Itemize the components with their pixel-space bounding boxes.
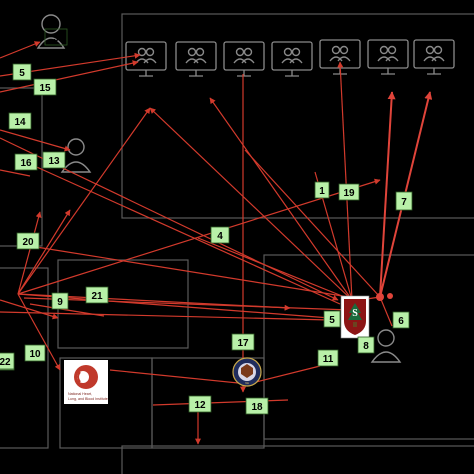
svg-text:4: 4 — [217, 231, 223, 242]
label-8[interactable]: 8 — [357, 336, 375, 354]
svg-text:9: 9 — [57, 297, 63, 308]
person-icon — [60, 138, 92, 173]
stanford-logo: S — [340, 295, 370, 339]
label-19[interactable]: 19 — [338, 183, 360, 201]
svg-text:1: 1 — [319, 186, 325, 197]
label-17[interactable]: 17 — [231, 333, 255, 351]
connection-arrows — [0, 41, 433, 445]
nhlbi-logo: National Heart, Lung, and Blood Institut… — [64, 360, 108, 404]
middle-room — [57, 259, 189, 349]
label-13[interactable]: 13 — [42, 151, 66, 169]
label-22[interactable]: 22 — [0, 352, 15, 370]
right-room — [263, 254, 474, 440]
hub-point — [387, 293, 393, 299]
label-1[interactable]: 1 — [314, 181, 330, 199]
svg-text:S: S — [352, 308, 358, 319]
va-seal-text: VA — [245, 381, 249, 385]
label-18[interactable]: 18 — [245, 397, 269, 415]
svg-text:12: 12 — [194, 400, 206, 411]
label-20[interactable]: 20 — [16, 232, 40, 250]
person-icon — [36, 14, 66, 49]
label-6[interactable]: 6 — [392, 311, 410, 329]
svg-text:21: 21 — [91, 291, 103, 302]
label-21[interactable]: 21 — [85, 286, 109, 304]
svg-text:8: 8 — [363, 341, 369, 352]
label-16[interactable]: 16 — [14, 153, 38, 171]
nhlbi-caption-line-2: Lung, and Blood Institute — [68, 397, 108, 401]
label-7[interactable]: 7 — [395, 191, 413, 211]
conference-room — [121, 13, 474, 219]
monitor-icon — [125, 41, 167, 77]
label-10[interactable]: 10 — [24, 344, 46, 362]
svg-text:11: 11 — [323, 354, 334, 365]
svg-text:18: 18 — [251, 402, 263, 413]
label-9[interactable]: 9 — [51, 292, 69, 310]
label-14[interactable]: 14 — [8, 112, 32, 130]
label-4[interactable]: 4 — [210, 226, 230, 244]
svg-text:15: 15 — [39, 83, 51, 94]
person-icon — [370, 329, 402, 363]
label-11[interactable]: 11 — [317, 349, 339, 367]
monitor-icon — [175, 41, 217, 77]
monitor-row — [125, 39, 455, 77]
svg-text:22: 22 — [0, 357, 11, 368]
monitor-icon — [271, 41, 313, 77]
monitor-icon — [223, 41, 265, 77]
svg-text:20: 20 — [22, 237, 34, 248]
bottom-corridor — [121, 445, 474, 474]
monitor-icon — [367, 39, 409, 75]
svg-text:19: 19 — [343, 188, 355, 199]
svg-text:14: 14 — [14, 117, 26, 128]
svg-text:10: 10 — [29, 349, 41, 360]
floor-plan — [0, 13, 474, 474]
label-5a[interactable]: 5 — [12, 63, 32, 81]
svg-text:16: 16 — [20, 158, 32, 169]
label-15[interactable]: 15 — [33, 78, 57, 96]
svg-text:3: 3 — [53, 33, 59, 44]
label-3[interactable]: 3 — [44, 28, 68, 46]
svg-text:13: 13 — [48, 156, 60, 167]
svg-text:5: 5 — [19, 68, 25, 79]
hub-point — [376, 293, 384, 301]
monitor-icon — [413, 39, 455, 75]
label-5b[interactable]: 5 — [323, 310, 341, 328]
label-12[interactable]: 12 — [188, 395, 212, 413]
left-room-lower — [0, 267, 49, 449]
nhlbi-caption-line-1: National Heart, — [68, 392, 92, 396]
va-seal: VA — [232, 357, 262, 387]
number-labels: 1 2 3 4 5 5 6 7 8 9 10 11 12 13 14 15 16… — [0, 28, 413, 415]
svg-text:7: 7 — [401, 197, 407, 208]
svg-text:17: 17 — [237, 338, 249, 349]
svg-text:6: 6 — [398, 316, 404, 327]
svg-text:5: 5 — [329, 315, 335, 326]
